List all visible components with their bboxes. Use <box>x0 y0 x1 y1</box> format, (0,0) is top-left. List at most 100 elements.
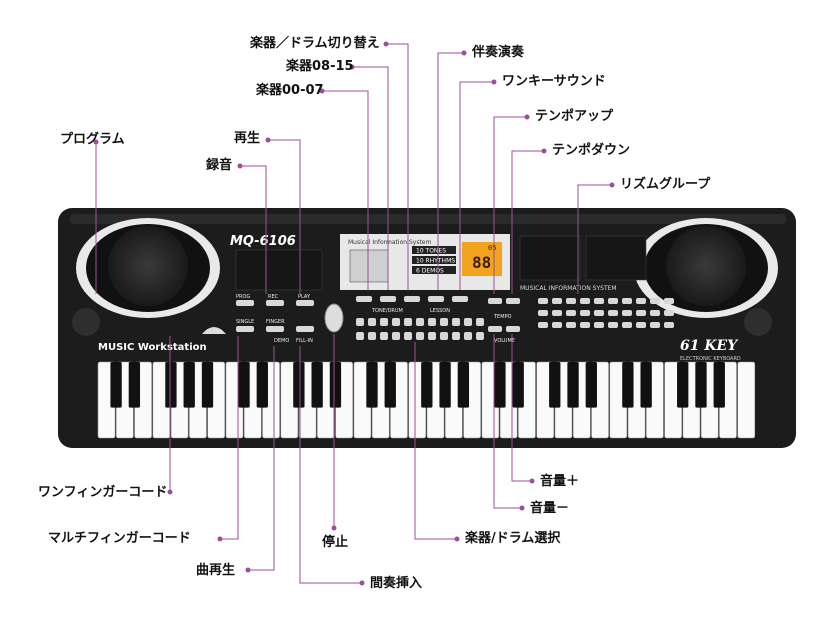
black-key[interactable] <box>439 362 451 408</box>
rhythm-button[interactable] <box>650 322 660 328</box>
rhythm-button[interactable] <box>650 298 660 304</box>
instrument-button[interactable] <box>440 318 448 326</box>
black-key[interactable] <box>421 362 433 408</box>
instrument-button[interactable] <box>368 318 376 326</box>
leader-dot <box>519 505 525 511</box>
rhythm-button[interactable] <box>664 310 674 316</box>
instrument-button[interactable] <box>392 332 400 340</box>
rhythm-button[interactable] <box>552 310 562 316</box>
instrument-button[interactable] <box>380 332 388 340</box>
rhythm-button[interactable] <box>664 322 674 328</box>
one-finger-chord-label: ワンフィンガーコード <box>38 485 168 500</box>
black-key[interactable] <box>494 362 506 408</box>
leader-line <box>459 81 494 290</box>
instrument-button[interactable] <box>356 332 364 340</box>
black-key[interactable] <box>695 362 707 408</box>
play-button[interactable] <box>296 300 314 306</box>
black-key[interactable] <box>238 362 250 408</box>
rhythm-button[interactable] <box>580 322 590 328</box>
leader-dot <box>93 139 99 145</box>
black-key[interactable] <box>329 362 342 408</box>
black-key[interactable] <box>165 362 177 408</box>
black-key[interactable] <box>713 362 725 408</box>
tempo-up-button[interactable] <box>488 298 502 304</box>
rhythm-button[interactable] <box>538 298 548 304</box>
instrument-button[interactable] <box>428 318 436 326</box>
rhythm-button[interactable] <box>538 322 548 328</box>
white-key[interactable] <box>737 361 756 439</box>
volume-down-button[interactable] <box>506 326 520 332</box>
function-button[interactable] <box>404 296 420 302</box>
instrument-button[interactable] <box>440 332 448 340</box>
instrument-button[interactable] <box>452 332 460 340</box>
instrument-button[interactable] <box>404 318 412 326</box>
black-key[interactable] <box>640 362 652 408</box>
rhythm-button[interactable] <box>566 298 576 304</box>
prog-button[interactable] <box>236 300 254 306</box>
black-key[interactable] <box>384 362 396 408</box>
function-button[interactable] <box>380 296 396 302</box>
function-button[interactable] <box>452 296 468 302</box>
rhythm-button[interactable] <box>622 310 632 316</box>
instrument-button[interactable] <box>392 318 400 326</box>
instrument-button[interactable] <box>452 318 460 326</box>
instrument-button[interactable] <box>380 318 388 326</box>
tempo-down-button[interactable] <box>506 298 520 304</box>
instrument-button[interactable] <box>476 332 484 340</box>
black-key[interactable] <box>457 362 470 408</box>
rhythm-button[interactable] <box>594 298 604 304</box>
tempo-up-label: テンポアップ <box>535 109 614 124</box>
rhythm-button[interactable] <box>594 310 604 316</box>
rhythm-button[interactable] <box>538 310 548 316</box>
finger-button[interactable] <box>266 326 284 332</box>
leader-line <box>437 52 464 290</box>
black-key[interactable] <box>622 362 634 408</box>
rhythm-button[interactable] <box>566 310 576 316</box>
volume-up-button[interactable] <box>488 326 502 332</box>
rhythm-button[interactable] <box>552 322 562 328</box>
black-key[interactable] <box>110 362 122 408</box>
black-key[interactable] <box>567 362 579 408</box>
rhythm-button[interactable] <box>608 298 618 304</box>
rhythm-button[interactable] <box>608 310 618 316</box>
instrument-button[interactable] <box>476 318 484 326</box>
rhythm-button[interactable] <box>580 310 590 316</box>
rhythm-button[interactable] <box>622 322 632 328</box>
black-key[interactable] <box>201 362 214 408</box>
black-key[interactable] <box>311 362 323 408</box>
rhythm-button[interactable] <box>608 322 618 328</box>
instrument-button[interactable] <box>464 318 472 326</box>
rhythm-button[interactable] <box>552 298 562 304</box>
rhythm-button[interactable] <box>580 298 590 304</box>
instrument-button[interactable] <box>428 332 436 340</box>
black-key[interactable] <box>293 362 305 408</box>
rhythm-button[interactable] <box>594 322 604 328</box>
function-button[interactable] <box>356 296 372 302</box>
black-key[interactable] <box>677 362 689 408</box>
instrument-button[interactable] <box>464 332 472 340</box>
instrument-button[interactable] <box>404 332 412 340</box>
rhythm-button[interactable] <box>636 298 646 304</box>
rec-button[interactable] <box>266 300 284 306</box>
rhythm-button[interactable] <box>650 310 660 316</box>
panel-caption: MUSICAL INFORMATION SYSTEM <box>520 285 617 292</box>
instrument-button[interactable] <box>416 332 424 340</box>
black-key[interactable] <box>366 362 378 408</box>
black-key[interactable] <box>183 362 195 408</box>
rhythm-button[interactable] <box>622 298 632 304</box>
single-button[interactable] <box>236 326 254 332</box>
rhythm-button[interactable] <box>566 322 576 328</box>
rhythm-button[interactable] <box>636 310 646 316</box>
black-key[interactable] <box>549 362 561 408</box>
function-button[interactable] <box>428 296 444 302</box>
black-key[interactable] <box>512 362 524 408</box>
rhythm-button[interactable] <box>636 322 646 328</box>
instrument-button[interactable] <box>416 318 424 326</box>
black-key[interactable] <box>128 362 141 408</box>
fill-in-button[interactable] <box>296 326 314 332</box>
instrument-button[interactable] <box>368 332 376 340</box>
black-key[interactable] <box>585 362 597 408</box>
black-key[interactable] <box>256 362 268 408</box>
instrument-button[interactable] <box>356 318 364 326</box>
rhythm-button[interactable] <box>664 298 674 304</box>
